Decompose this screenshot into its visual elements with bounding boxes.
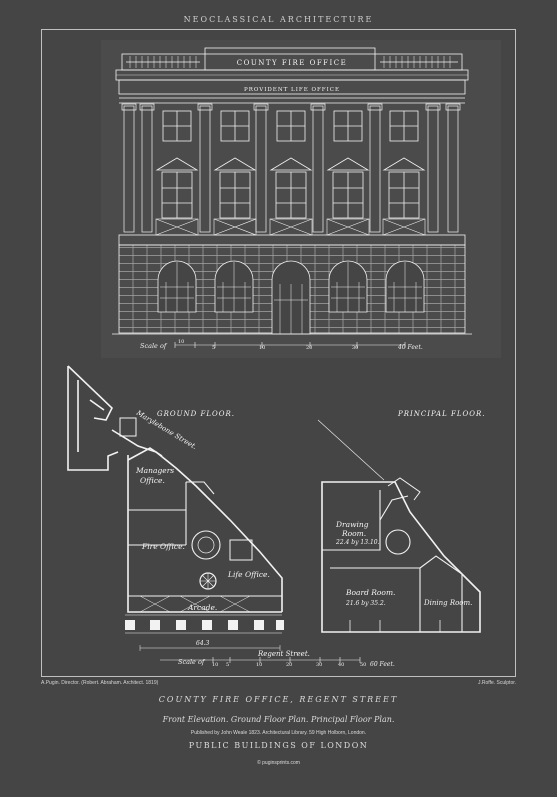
room-managers-office: Office. [140, 476, 165, 485]
room-board-dims: 21.6 by 35.2. [346, 600, 386, 607]
plan-scale-mark-5: 40 [338, 662, 344, 668]
room-dining: Dining Room. [424, 599, 473, 607]
ground-floor-plan [67, 365, 361, 663]
facade-scale-mark-1: 5 [212, 345, 215, 351]
room-drawing: Drawing [336, 520, 369, 529]
caption-website: © puginsprints.com [257, 760, 300, 766]
room-arcade: Arcade. [188, 603, 218, 612]
plan-scale-unit: 60 Feet. [370, 661, 395, 668]
plan-scale-mark-2: 10 [256, 662, 262, 668]
caption-collection: PUBLIC BUILDINGS OF LONDON [188, 741, 369, 750]
credit-right: J.Roffe. Sculptor. [478, 680, 516, 686]
room-drawing-2: Room. [342, 529, 367, 538]
room-board: Board Room. [346, 588, 396, 597]
credit-left: A.Pugin. Director. (Robert. Abraham. Arc… [41, 680, 159, 686]
room-drawing-dims: 22.4 by 13.10. [336, 539, 380, 546]
facade-scale-mark-3: 20 [306, 345, 312, 351]
plan-scale-mark-6: 50 [360, 662, 366, 668]
room-fire-office: Fire Office. [142, 542, 185, 551]
regent-street-label: Regent Street. [257, 650, 310, 658]
plan-scale-mark-1: 5 [226, 662, 229, 668]
facade-sign-band: PROVIDENT LIFE OFFICE [244, 87, 340, 93]
facade-scale-mark-4: 30 [352, 345, 358, 351]
plan-dimension: 64.3 [196, 640, 210, 647]
caption-title: COUNTY FIRE OFFICE, REGENT STREET [158, 695, 399, 704]
facade-scale-unit: 40 Feet. [397, 344, 423, 351]
principal-floor-title: PRINCIPAL FLOOR. [398, 410, 486, 418]
facade-scale-mark-2: 10 [259, 345, 265, 351]
caption-publisher: Published by John Weale 1823. Architectu… [190, 730, 367, 736]
plan-scale-mark-3: 20 [286, 662, 292, 668]
print-frame [41, 29, 516, 677]
facade-sign-top: COUNTY FIRE OFFICE [237, 59, 348, 67]
front-elevation [101, 40, 501, 358]
room-managers: Managers [136, 466, 175, 475]
room-life-office: Life Office. [228, 570, 270, 579]
ground-floor-title: GROUND FLOOR. [157, 410, 235, 418]
facade-scale-mark-0: 10 [178, 339, 184, 345]
plan-scale-mark-0: 10 [212, 662, 218, 668]
plan-scale-mark-4: 30 [316, 662, 322, 668]
series-title: NEOCLASSICAL ARCHITECTURE [183, 15, 374, 24]
facade-scale-label: Scale of [140, 342, 168, 350]
plan-scale-label: Scale of [178, 658, 206, 666]
principal-floor-plan [317, 419, 481, 633]
caption-subtitle: Front Elevation. Ground Floor Plan. Prin… [162, 715, 395, 724]
